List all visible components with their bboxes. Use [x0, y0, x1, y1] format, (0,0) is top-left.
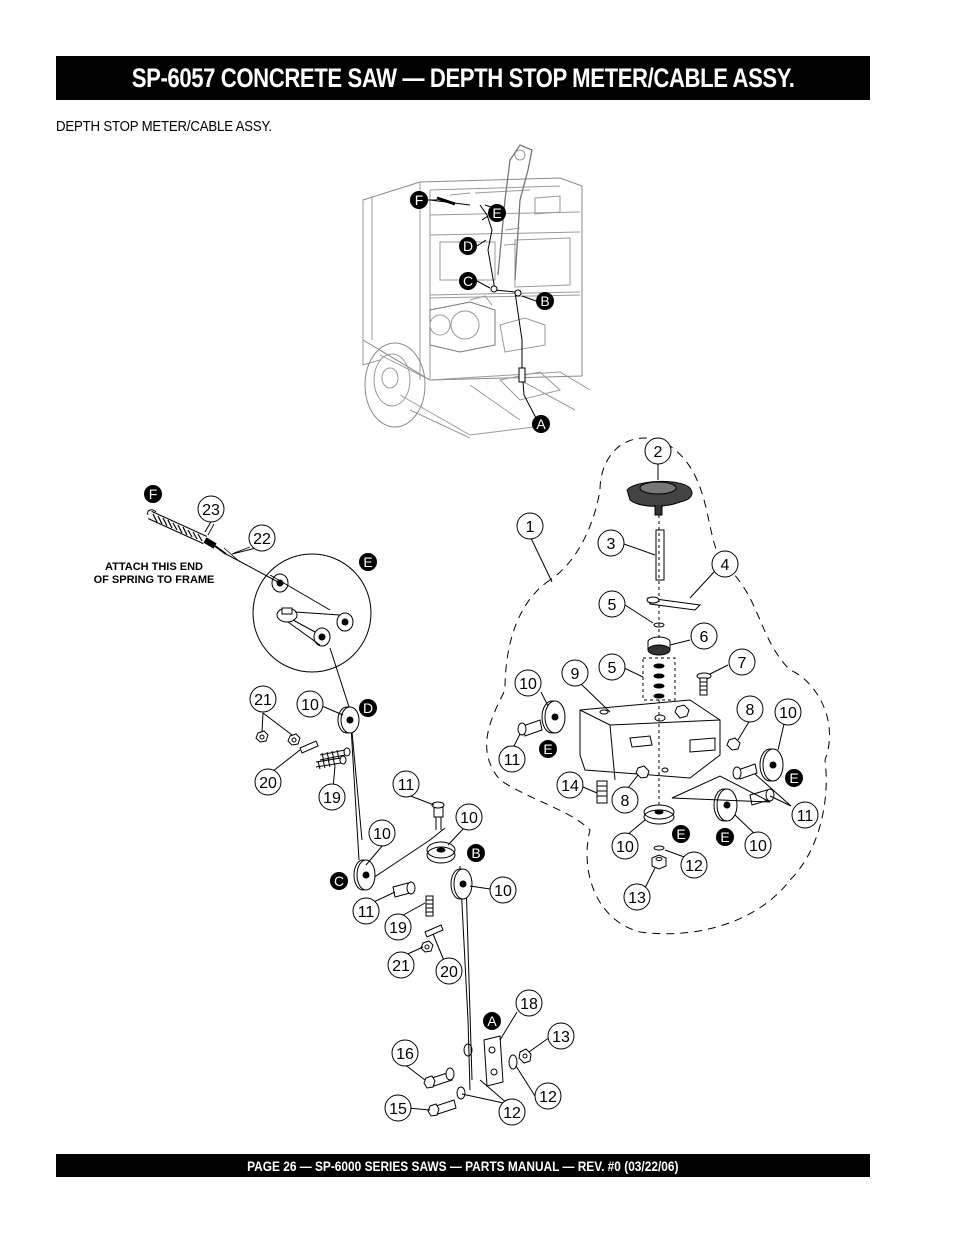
page-footer: PAGE 26 — SP-6000 SERIES SAWS — PARTS MA…: [247, 1157, 679, 1174]
page-title: SP-6057 CONCRETE SAW — DEPTH STOP METER/…: [131, 62, 795, 93]
callout-letter-b: B: [471, 845, 480, 861]
detail-circle-e: [252, 553, 372, 673]
callout-13b: 13: [552, 1029, 570, 1046]
callout-14: 14: [561, 778, 579, 795]
saw-frame-illustration: [362, 144, 591, 439]
callout-5a: 5: [608, 597, 617, 614]
spring-note-line1: ATTACH THIS END: [105, 561, 203, 573]
letter-callouts: F E D B C A E E E E: [144, 485, 803, 1030]
callout-10b: 10: [779, 705, 797, 722]
callout-15: 15: [389, 1101, 407, 1118]
callout-8a: 8: [746, 702, 755, 719]
callout-11c: 11: [398, 777, 415, 794]
callout-letter-e1: E: [363, 554, 372, 570]
callout-letter-top-d: D: [463, 238, 473, 254]
callout-11d: 11: [358, 904, 375, 921]
callout-letter-a: A: [487, 1013, 497, 1029]
parts-d-group: [255, 706, 360, 770]
callout-3: 3: [607, 536, 616, 553]
numbered-callouts: 1 2 3 4 5 6 5 7 9 10 8 10 11 14 8 11 10 …: [197, 437, 819, 1126]
callout-letter-top-a: A: [536, 416, 546, 432]
callout-20a: 20: [259, 775, 277, 792]
callout-10c: 10: [616, 839, 634, 856]
callout-13a: 13: [628, 890, 646, 907]
callout-10f: 10: [460, 810, 478, 827]
callout-letter-top-e: E: [492, 205, 501, 221]
callout-5b: 5: [608, 660, 617, 677]
top-letter-callouts: F E D C B A: [410, 191, 554, 433]
spring-assembly: [147, 509, 279, 583]
callout-letter-e4: E: [676, 826, 685, 842]
callout-12c: 12: [503, 1105, 521, 1122]
parts-bc-group: [353, 801, 473, 953]
callout-letter-top-f: F: [415, 192, 424, 208]
callout-letter-top-c: C: [463, 273, 473, 289]
callout-19b: 19: [389, 920, 407, 937]
callout-18: 18: [520, 996, 538, 1013]
callout-16: 16: [396, 1046, 414, 1063]
callout-11b: 11: [797, 808, 814, 825]
spring-note-line2: OF SPRING TO FRAME: [94, 574, 215, 586]
callout-letter-c: C: [334, 873, 344, 889]
callout-letter-d: D: [363, 700, 373, 716]
callout-6: 6: [700, 629, 709, 646]
page-footer-bar: PAGE 26 — SP-6000 SERIES SAWS — PARTS MA…: [56, 1154, 870, 1177]
callout-9: 9: [571, 666, 580, 683]
callout-10h: 10: [494, 883, 512, 900]
callout-22: 22: [253, 531, 271, 548]
callout-10e: 10: [301, 697, 319, 714]
callout-8b: 8: [621, 793, 630, 810]
depth-stop-assembly: [517, 480, 784, 870]
callout-12a: 12: [685, 858, 703, 875]
callout-letter-e2: E: [543, 741, 552, 757]
callout-19a: 19: [323, 790, 341, 807]
callout-21a: 21: [254, 692, 272, 709]
callout-7: 7: [738, 655, 747, 672]
callout-11a: 11: [504, 752, 521, 769]
callout-letter-top-b: B: [540, 293, 549, 309]
callout-2: 2: [654, 444, 663, 461]
callout-1: 1: [526, 519, 535, 536]
callout-21b: 21: [392, 958, 410, 975]
callout-20b: 20: [440, 964, 458, 981]
callout-10g: 10: [373, 826, 391, 843]
section-label: DEPTH STOP METER/CABLE ASSY.: [56, 118, 272, 135]
callout-12b: 12: [539, 1089, 557, 1106]
callout-letter-e3: E: [789, 770, 798, 786]
callout-letter-f: F: [149, 486, 158, 502]
callout-letter-e5: E: [720, 829, 729, 845]
parts-a-group: [423, 1035, 532, 1117]
callout-4: 4: [721, 557, 730, 574]
callout-23: 23: [202, 502, 220, 519]
callout-10d: 10: [749, 838, 767, 855]
callout-10a: 10: [519, 676, 537, 693]
page-title-bar: SP-6057 CONCRETE SAW — DEPTH STOP METER/…: [56, 56, 870, 100]
cable-route-top: [429, 196, 537, 419]
